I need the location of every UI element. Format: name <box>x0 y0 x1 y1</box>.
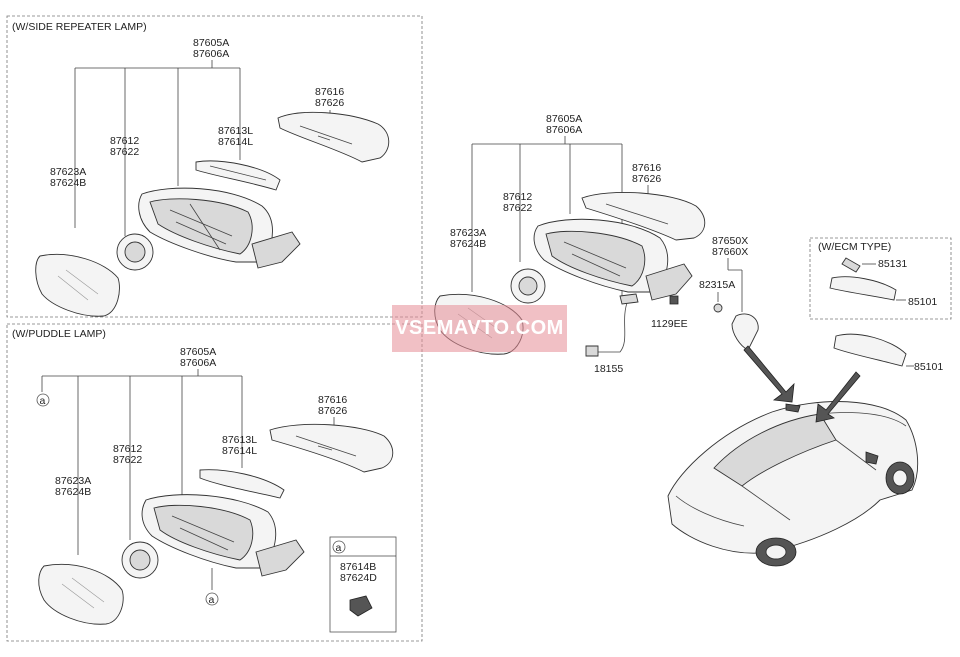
bl-repeater-lamp <box>199 469 285 499</box>
tl-cover-label-1: 87616 <box>315 86 344 98</box>
tl-glass-label-1: 87623A <box>50 166 86 178</box>
mid-clip <box>713 303 723 313</box>
mid-clip-label: 82315A <box>699 279 735 291</box>
inside-mirror-section: 85101 <box>833 333 943 373</box>
bl-cover-label-2: 87626 <box>318 405 347 417</box>
ecm-mirror <box>829 276 897 301</box>
side-repeater-box <box>6 15 423 318</box>
callout-a-label-1: 87614B <box>340 561 376 573</box>
mid-wire-harness <box>596 299 629 353</box>
mid-cover-label-1: 87616 <box>632 162 661 174</box>
tl-housing-label-1: 87605A <box>193 37 229 49</box>
puddle-section: (W/PUDDLE LAMP) 87605A 87606A a 87616 87… <box>6 323 423 642</box>
mid-screw-label: 1129EE <box>651 318 688 330</box>
tl-glass-label-2: 87624B <box>50 177 86 189</box>
side-repeater-section: (W/SIDE REPEATER LAMP) 87605A 87606A 876… <box>6 15 423 318</box>
mid-triangle-label-1: 87650X <box>712 235 748 247</box>
mid-glass-label-1: 87623A <box>450 227 486 239</box>
bl-mirror-base <box>255 539 305 577</box>
car-side-mirror-mark <box>865 451 879 465</box>
mid-glass-label-2: 87624B <box>450 238 486 250</box>
callout-a-label-2: 87624D <box>340 572 377 584</box>
bl-glass-label-1: 87623A <box>55 475 91 487</box>
puddle-lamp <box>349 595 373 617</box>
bl-housing-label-2: 87606A <box>180 357 216 369</box>
inside-mirror-label: 85101 <box>914 361 943 373</box>
mid-triangle-cover <box>731 313 759 351</box>
car-body <box>667 401 919 554</box>
mid-housing-label-1: 87605A <box>546 113 582 125</box>
bl-leader-lines <box>41 369 243 555</box>
tl-actuator-label-2: 87622 <box>110 146 139 158</box>
bl-callout-marker-bottom <box>205 592 219 606</box>
bl-glass-label-2: 87624B <box>55 486 91 498</box>
mid-cover-label-2: 87626 <box>632 173 661 185</box>
ecm-box <box>809 237 952 320</box>
mid-actuator-label-1: 87612 <box>503 191 532 203</box>
bl-cover-label-1: 87616 <box>318 394 347 406</box>
tl-cover-label-2: 87626 <box>315 97 344 109</box>
car-roof-mirror-mark <box>785 403 801 413</box>
bl-mirror-glass <box>38 564 124 625</box>
tl-repeater-label-2: 87614L <box>218 136 253 148</box>
tl-actuator-label-1: 87612 <box>110 135 139 147</box>
callout-a-letter: a <box>336 542 342 554</box>
bl-callout-letter-top: a <box>40 395 46 407</box>
callout-a-box <box>329 536 397 633</box>
bl-housing-label-1: 87605A <box>180 346 216 358</box>
puddle-title: (W/PUDDLE LAMP) <box>12 328 106 340</box>
tl-mirror-glass <box>35 253 120 317</box>
mid-mirror-base <box>645 263 693 301</box>
ecm-title: (W/ECM TYPE) <box>818 241 891 253</box>
car-illustration <box>667 345 919 567</box>
bl-actuator-label-2: 87622 <box>113 454 142 466</box>
mid-leader-lines <box>471 136 623 300</box>
ecm-mirror-label: 85101 <box>908 296 937 308</box>
watermark: VSEMAVTO.COM <box>392 305 567 352</box>
ecm-cover <box>841 257 861 273</box>
tl-repeater-label-1: 87613L <box>218 125 253 137</box>
bl-callout-letter-bottom: a <box>209 594 215 606</box>
car-rear-window <box>713 413 837 487</box>
arrow-to-side-mirror <box>743 345 795 403</box>
mid-harness-label: 18155 <box>594 363 623 375</box>
puddle-box <box>6 323 423 642</box>
ecm-cover-label: 85131 <box>878 258 907 270</box>
mid-housing-label-2: 87606A <box>546 124 582 136</box>
bl-repeater-label-1: 87613L <box>222 434 257 446</box>
inside-mirror <box>833 333 907 367</box>
mid-triangle-label-2: 87660X <box>712 246 748 258</box>
bl-repeater-label-2: 87614L <box>222 445 257 457</box>
arrow-to-inside-mirror <box>815 371 861 423</box>
ecm-section: (W/ECM TYPE) 85131 85101 <box>809 237 952 320</box>
mid-actuator-label-2: 87622 <box>503 202 532 214</box>
mid-screw <box>669 295 679 305</box>
tl-repeater-lamp <box>195 160 281 191</box>
tl-housing-label-2: 87606A <box>193 48 229 60</box>
tl-leader-lines <box>74 60 241 236</box>
bl-actuator-label-1: 87612 <box>113 443 142 455</box>
tl-mirror-base <box>251 231 301 269</box>
side-repeater-title: (W/SIDE REPEATER LAMP) <box>12 21 147 33</box>
bl-callout-marker-top <box>36 393 50 407</box>
